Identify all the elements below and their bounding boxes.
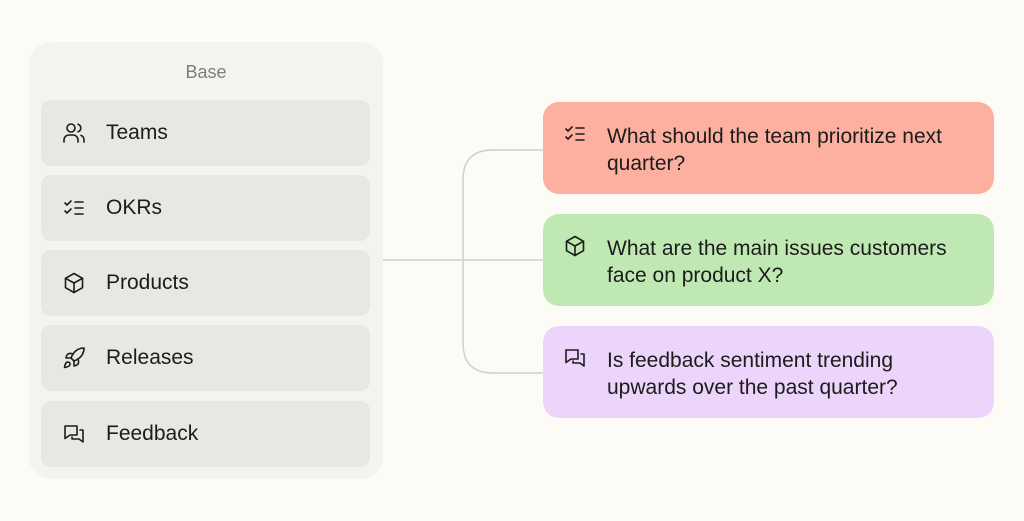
question-card-product-issues[interactable]: What are the main issues customers face … — [543, 214, 994, 306]
question-text: Is feedback sentiment trending upwards o… — [607, 349, 898, 399]
base-item-okrs[interactable]: OKRs — [41, 175, 370, 241]
base-title: Base — [185, 62, 227, 82]
base-item-label: Releases — [106, 346, 194, 369]
base-item-label: Products — [106, 271, 189, 294]
base-item-products[interactable]: Products — [41, 250, 370, 316]
chat-bubbles-icon — [563, 346, 587, 370]
checklist-icon — [62, 196, 86, 220]
question-text: What should the team prioritize next qua… — [607, 125, 942, 175]
box-icon — [563, 234, 587, 258]
base-item-feedback[interactable]: Feedback — [41, 401, 370, 467]
base-item-teams[interactable]: Teams — [41, 100, 370, 166]
base-item-releases[interactable]: Releases — [41, 325, 370, 391]
rocket-icon — [62, 346, 86, 370]
base-item-label: OKRs — [106, 196, 163, 219]
checklist-icon — [563, 122, 587, 146]
question-text: What are the main issues customers face … — [607, 237, 947, 287]
base-item-label: Feedback — [106, 422, 199, 445]
users-icon — [62, 121, 86, 145]
chat-bubbles-icon — [62, 422, 86, 446]
base-item-label: Teams — [106, 121, 168, 144]
question-card-feedback-sentiment[interactable]: Is feedback sentiment trending upwards o… — [543, 326, 994, 418]
question-card-priorities[interactable]: What should the team prioritize next qua… — [543, 102, 994, 194]
box-icon — [62, 271, 86, 295]
